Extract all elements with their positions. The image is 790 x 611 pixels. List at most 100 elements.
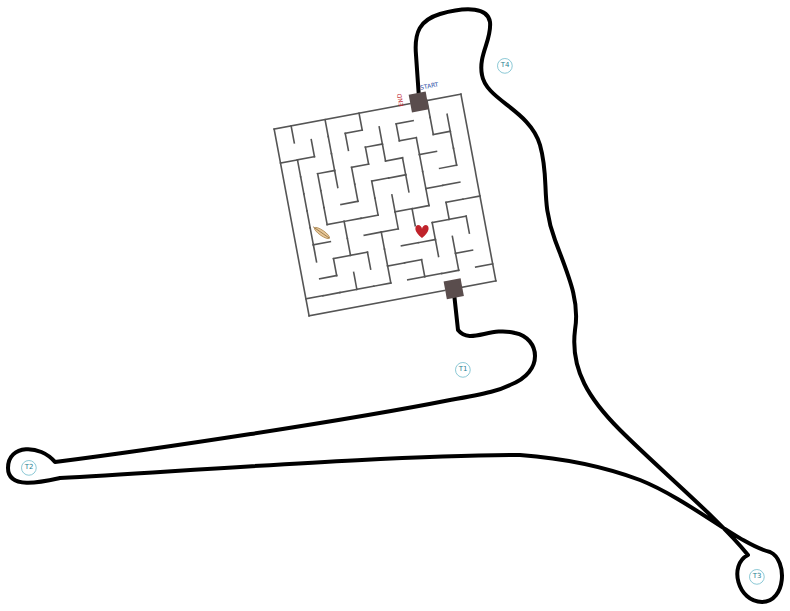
maze-wall [463,196,480,199]
maze-wall [328,137,331,154]
maze-wall [345,133,348,150]
maze-wall [318,174,321,191]
maze-wall [403,158,406,175]
maze-wall [334,259,337,276]
maze-wall [422,260,425,277]
stop-circle-outline [456,363,471,378]
maze-wall [432,223,435,240]
stop-circle: T1 [455,362,471,378]
maze-wall [442,270,459,273]
track-line [8,9,782,602]
maze-wall [365,144,382,147]
maze-wall [301,177,304,194]
maze-wall [430,117,433,134]
maze-wall [355,184,358,201]
maze-wall [476,264,493,267]
maze-wall [335,170,338,187]
heart-icon [415,225,428,238]
maze-wall [453,148,456,165]
maze-wall [352,167,355,184]
maze-wall [396,121,413,124]
maze-wall [382,144,385,161]
maze-wall [374,283,391,286]
stop-circle-outline [750,570,765,585]
maze-wall [274,104,410,129]
maze-wall [456,250,473,253]
maze-wall [307,211,310,228]
maze-wall [384,249,387,266]
maze-wall [291,126,294,143]
maze-wall [420,151,437,154]
stop-label: T1 [455,362,471,373]
maze-label: END [396,93,404,107]
maze-wall [412,209,415,226]
maze-wall [364,232,381,235]
maze-wall [359,113,362,130]
maze-wall [423,172,426,189]
maze-wall [325,120,328,137]
maze-wall [449,216,466,219]
maze-wall [395,209,412,212]
maze-wall [379,127,382,144]
track-line [8,9,782,602]
maze-wall [372,178,389,181]
stop-circle-outline [22,461,37,476]
maze-wall [320,276,337,279]
maze-wall [420,155,423,172]
maze-wall [386,158,403,161]
maze-wall [408,277,425,280]
feather-icon [313,226,331,241]
maze-wall [309,290,445,315]
maze-wall [427,94,461,100]
stop-circle: T3 [749,569,765,585]
maze-wall [388,263,405,266]
maze-wall [365,147,368,164]
stop-label: T2 [21,460,37,471]
maze-wall [466,216,469,233]
maze-wall [274,129,309,316]
maze-wall [381,229,398,232]
maze-wall [447,114,450,131]
maze-wall [375,198,378,215]
maze-wall [327,221,344,224]
maze-wall [401,243,418,246]
maze-wall [350,252,367,255]
maze-wall [341,201,358,204]
maze-wall [432,219,449,222]
maze-wall [324,208,327,225]
maze-wall [416,138,419,155]
maze-wall [318,170,335,173]
maze-wall [344,218,361,221]
maze-wall [354,272,357,289]
maze-wall [344,221,347,238]
maze-wall [372,181,375,198]
feather-icon [313,227,329,238]
maze-wall [347,238,350,255]
maze-wall [389,175,406,178]
maze-wall [425,273,442,276]
maze-wall [340,289,357,292]
maze-wall [406,175,409,192]
maze-label: START [419,81,438,90]
maze-wall [345,130,362,133]
maze-wall [405,260,422,263]
maze-wall [396,124,399,141]
maze-wall [311,140,314,157]
maze-wall [313,242,330,245]
maze-wall [446,202,449,219]
maze-wall [395,212,398,229]
gate-block [409,92,429,113]
maze-wall [418,240,435,243]
maze-wall [440,165,457,168]
maze-wall [357,286,374,289]
maze-wall [323,293,340,296]
maze-wall [306,296,323,299]
maze-wall [399,138,416,141]
maze-wall [392,195,395,212]
maze-wall [433,131,450,134]
stop-circle-outline [498,59,513,74]
stop-circle: T2 [21,460,37,476]
maze-wall [281,160,298,163]
maze-wall [435,240,438,257]
